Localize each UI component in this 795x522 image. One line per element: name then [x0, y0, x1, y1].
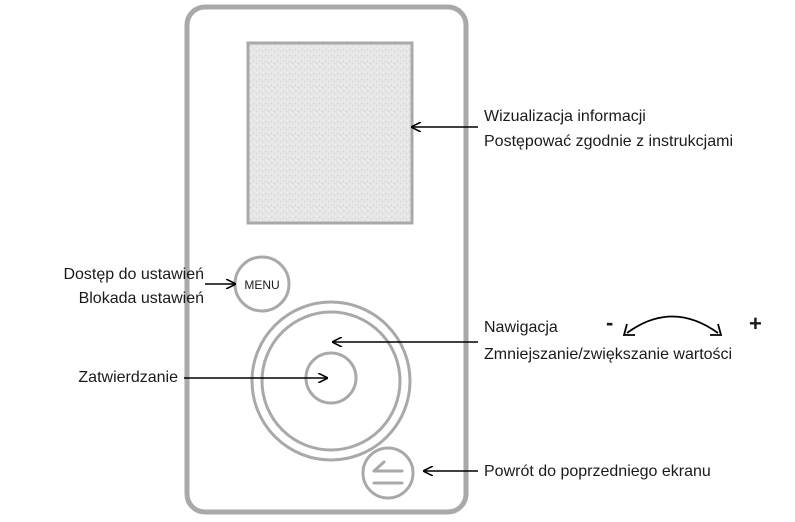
- navigation-wheel-inner: [260, 310, 402, 452]
- display-label-line2: Postępować zgodnie z instrukcjami: [484, 133, 734, 150]
- plus-sign: +: [749, 311, 762, 336]
- minus-sign: -: [606, 310, 614, 335]
- display-label-line1: Wizualizacja informacji: [484, 108, 646, 125]
- menu-label-line1: Dostęp do ustawień: [63, 266, 204, 283]
- nav-label-desc: Zmniejszanie/zwiększanie wartości: [484, 346, 733, 363]
- back-label: Powrót do poprzedniego ekranu: [484, 463, 711, 480]
- nav-label-title: Nawigacja: [484, 319, 558, 336]
- back-button[interactable]: [361, 446, 415, 500]
- back-icon: [372, 460, 404, 485]
- display-screen: [246, 41, 414, 225]
- confirm-label: Zatwierdzanie: [78, 369, 178, 386]
- menu-label-line2: Blokada ustawień: [78, 290, 204, 307]
- menu-button-label: MENU: [244, 278, 279, 292]
- adjust-curve-arrow: [626, 315, 719, 334]
- adjust-curve-arrowheads: [622, 323, 723, 336]
